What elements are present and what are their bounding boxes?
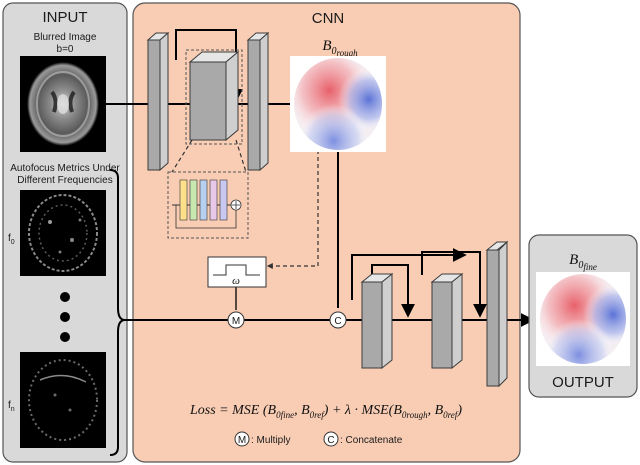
legend-multiply: : Multiply [251, 435, 290, 446]
blurred-brain-image [20, 56, 106, 152]
output-panel: B0fine OUTPUT [528, 234, 638, 398]
svg-text:M: M [238, 435, 246, 446]
refine-block-1 [360, 272, 394, 370]
refine-block-3 [485, 240, 509, 388]
fn-label: fn [8, 400, 15, 413]
ellipsis-dot-3 [60, 332, 70, 342]
loss-formula: Loss = MSE (B0fine, B0ref) + λ · MSE(B0r… [189, 403, 462, 420]
metrics-caption-line2: Different Frequencies [17, 175, 112, 186]
refine-block-2 [430, 272, 464, 370]
zoomed-layer-detail [167, 171, 249, 239]
svg-text:C: C [327, 435, 334, 446]
b0-rough-label: B0rough [322, 38, 358, 58]
encoder-block-1 [146, 31, 170, 172]
ellipsis-dot-2 [60, 312, 70, 322]
metric-image-f0 [20, 190, 106, 276]
frequency-filter: ω [207, 256, 267, 288]
b0-rough-map: B0rough [290, 38, 386, 152]
decoder-block-1 [246, 31, 270, 172]
blurred-caption-line2: b=0 [57, 44, 74, 55]
bottleneck-block [185, 49, 243, 145]
f0-label: f0 [8, 233, 15, 246]
operator-legend: M : Multiply C : Concatenate [234, 431, 403, 447]
svg-text:C: C [334, 316, 341, 327]
ellipsis-dot-1 [60, 292, 70, 302]
input-panel: INPUT Blurred Image b=0 Autofocus Metric… [2, 2, 128, 463]
output-title: OUTPUT [552, 374, 614, 391]
omega-label: ω [232, 275, 240, 287]
concatenate-operator: C [329, 311, 347, 329]
cnn-title: CNN [312, 10, 345, 27]
blurred-caption-line1: Blurred Image [34, 32, 97, 43]
legend-concatenate: : Concatenate [340, 435, 403, 446]
metrics-caption-line1: Autofocus Metrics Under [10, 163, 120, 174]
metric-image-fn [20, 352, 106, 448]
multiply-operator: M [227, 311, 245, 329]
input-title: INPUT [43, 9, 88, 26]
b0-fine-map [536, 272, 630, 366]
svg-text:M: M [232, 316, 240, 327]
b0-fine-label: B0fine [569, 252, 597, 272]
